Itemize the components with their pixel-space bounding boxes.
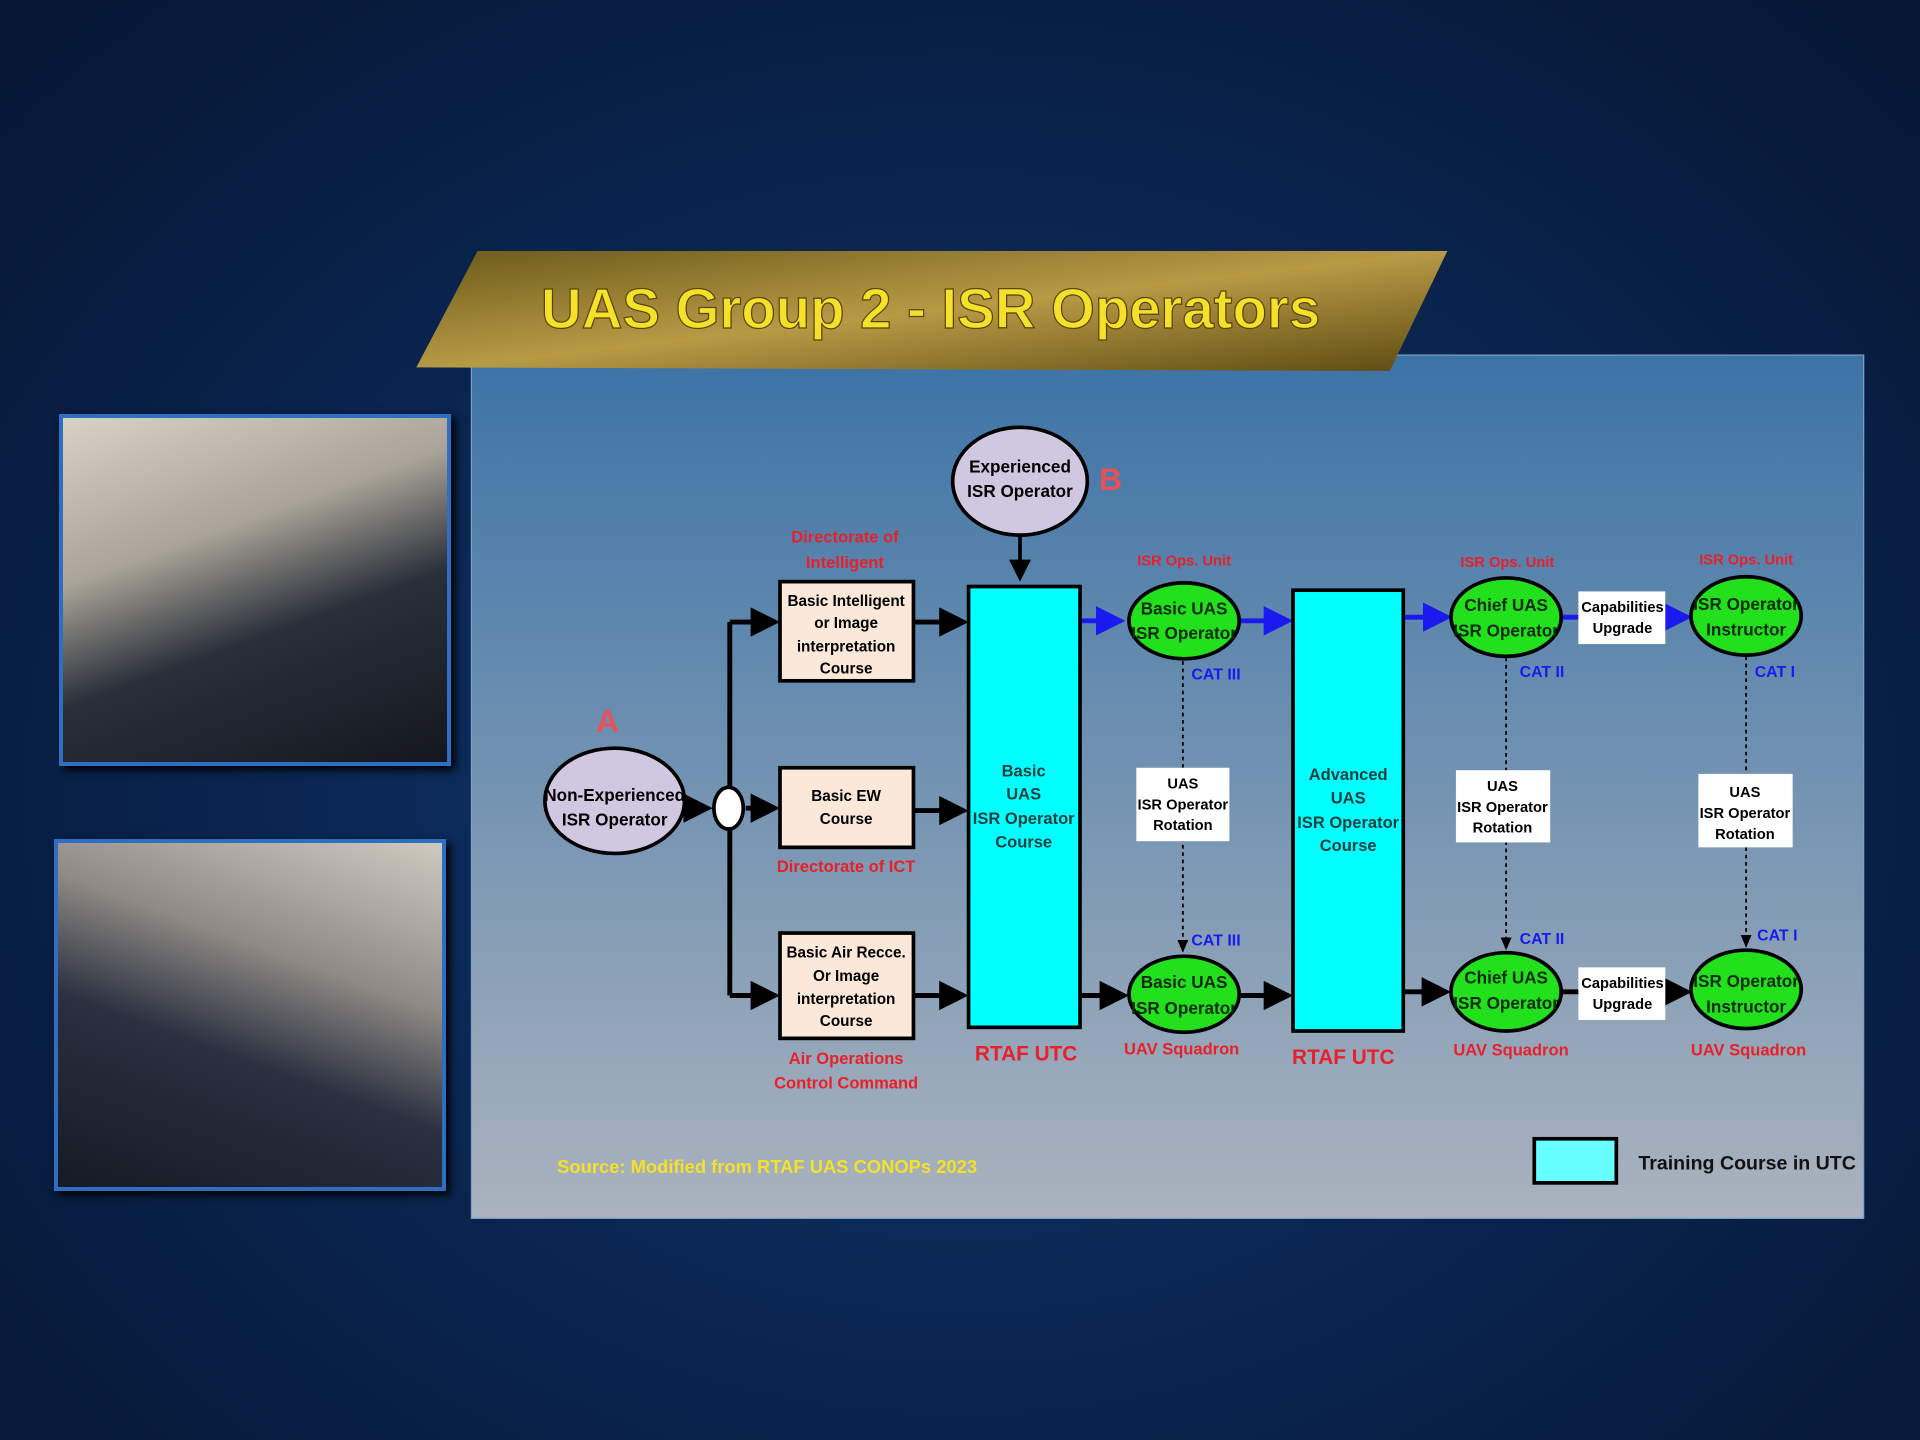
- unit-air-ops: Control Command: [774, 1074, 918, 1093]
- svg-text:ISR Operator: ISR Operator: [1700, 806, 1791, 822]
- junction-node: [712, 785, 746, 831]
- node-experienced: Experienced ISR Operator: [950, 425, 1090, 537]
- svg-text:ISR Operator: ISR Operator: [1453, 621, 1559, 641]
- svg-text:Basic UAS: Basic UAS: [1141, 599, 1228, 619]
- svg-text:Capabilities: Capabilities: [1581, 976, 1663, 992]
- svg-text:Advanced: Advanced: [1309, 765, 1388, 784]
- unit-rtaf-utc-2: RTAF UTC: [1292, 1046, 1394, 1069]
- svg-text:ISR Operator: ISR Operator: [1131, 623, 1237, 643]
- svg-text:Capabilities: Capabilities: [1581, 600, 1663, 616]
- node-basic-uas-squadron: Basic UAS ISR Operator: [1127, 954, 1242, 1035]
- svg-text:ISR Operator: ISR Operator: [1453, 993, 1559, 1013]
- svg-text:Rotation: Rotation: [1473, 821, 1533, 837]
- node-chief-uas-squadron: Chief UAS ISR Operator: [1449, 950, 1564, 1033]
- svg-text:Course: Course: [995, 832, 1052, 851]
- svg-text:UAS: UAS: [1487, 779, 1518, 795]
- svg-text:ISR Operator: ISR Operator: [1138, 797, 1229, 813]
- unit-dir-ict: Directorate of ICT: [777, 857, 916, 876]
- svg-text:UAS: UAS: [1006, 785, 1041, 804]
- unit-isr-ops-1: ISR Ops. Unit: [1137, 554, 1231, 570]
- svg-text:Chief UAS: Chief UAS: [1464, 967, 1548, 987]
- svg-text:ISR Operator: ISR Operator: [1297, 813, 1399, 832]
- page-title: UAS Group 2 - ISR Operators: [541, 277, 1320, 340]
- legend-swatch: [1532, 1136, 1619, 1185]
- cat-label: CAT III: [1191, 932, 1240, 949]
- cat-label: CAT III: [1191, 667, 1240, 684]
- title-banner: [416, 251, 1448, 372]
- svg-text:UAS: UAS: [1167, 777, 1198, 793]
- cat-label: CAT II: [1520, 664, 1565, 681]
- svg-text:Basic: Basic: [1002, 761, 1046, 780]
- svg-text:Course: Course: [1320, 836, 1377, 855]
- unit-rtaf-utc-1: RTAF UTC: [975, 1042, 1077, 1065]
- source-note: Source: Modified from RTAF UAS CONOPs 20…: [557, 1156, 977, 1177]
- svg-text:UAS: UAS: [1729, 785, 1760, 801]
- photo-operators-2: [54, 839, 446, 1191]
- svg-text:Non-Experienced: Non-Experienced: [544, 785, 685, 805]
- svg-text:Basic Intelligent: Basic Intelligent: [787, 593, 904, 610]
- svg-text:Instructor: Instructor: [1706, 620, 1786, 640]
- svg-text:ISR Operator: ISR Operator: [1457, 800, 1548, 816]
- course-basic-intel: Basic Intelligent or Image interpretation…: [778, 579, 916, 683]
- svg-text:Experienced: Experienced: [969, 457, 1071, 477]
- svg-text:ISR Operator: ISR Operator: [1131, 998, 1237, 1018]
- svg-text:interpretation: interpretation: [797, 638, 896, 655]
- svg-text:Or Image: Or Image: [813, 968, 879, 985]
- label-b: B: [1099, 461, 1122, 497]
- node-non-experienced: Non-Experienced ISR Operator: [543, 746, 687, 856]
- svg-text:Upgrade: Upgrade: [1593, 997, 1653, 1013]
- svg-text:Course: Course: [820, 1013, 873, 1030]
- svg-text:ISR Operator: ISR Operator: [973, 809, 1075, 828]
- svg-text:Course: Course: [820, 660, 873, 677]
- svg-text:Basic Air Recce.: Basic Air Recce.: [786, 945, 905, 962]
- course-basic-ew: Basic EW Course: [778, 765, 916, 850]
- svg-text:UAS: UAS: [1331, 788, 1366, 807]
- unit-uav-squadron-2: UAV Squadron: [1453, 1041, 1568, 1060]
- svg-text:Basic UAS: Basic UAS: [1141, 972, 1228, 992]
- cat-label: CAT I: [1757, 927, 1797, 944]
- label-a: A: [596, 703, 619, 739]
- svg-text:Basic EW: Basic EW: [811, 788, 881, 805]
- unit-uav-squadron-3: UAV Squadron: [1691, 1041, 1806, 1060]
- svg-text:Upgrade: Upgrade: [1593, 621, 1653, 637]
- course-air-recce: Basic Air Recce. Or Image interpretationC…: [778, 931, 916, 1041]
- svg-text:interpretation: interpretation: [797, 991, 896, 1008]
- svg-text:Instructor: Instructor: [1706, 997, 1786, 1017]
- svg-text:Course: Course: [820, 811, 873, 828]
- unit-isr-ops-3: ISR Ops. Unit: [1699, 552, 1793, 568]
- unit-air-ops: Air Operations: [789, 1049, 904, 1068]
- legend-label: Training Course in UTC: [1638, 1152, 1856, 1174]
- svg-text:ISR Operator: ISR Operator: [1693, 971, 1799, 991]
- unit-dir-intel: Intelligent: [806, 553, 884, 572]
- svg-text:ISR Operator: ISR Operator: [562, 809, 668, 829]
- svg-text:ISR Operator: ISR Operator: [967, 481, 1073, 501]
- svg-text:Rotation: Rotation: [1715, 827, 1775, 843]
- unit-uav-squadron-1: UAV Squadron: [1124, 1039, 1239, 1058]
- node-basic-uas-ops: Basic UAS ISR Operator: [1127, 581, 1242, 661]
- node-chief-uas-ops: Chief UAS ISR Operator: [1449, 576, 1564, 659]
- unit-isr-ops-2: ISR Ops. Unit: [1460, 555, 1554, 571]
- cat-label: CAT II: [1520, 931, 1565, 948]
- svg-text:Chief UAS: Chief UAS: [1464, 595, 1548, 615]
- svg-text:ISR Operator: ISR Operator: [1693, 594, 1799, 614]
- svg-text:or Image: or Image: [814, 615, 878, 632]
- svg-text:Rotation: Rotation: [1153, 818, 1213, 834]
- unit-dir-intel: Directorate of: [791, 527, 899, 546]
- cat-label: CAT I: [1755, 664, 1795, 681]
- photo-operators-1: [59, 414, 451, 766]
